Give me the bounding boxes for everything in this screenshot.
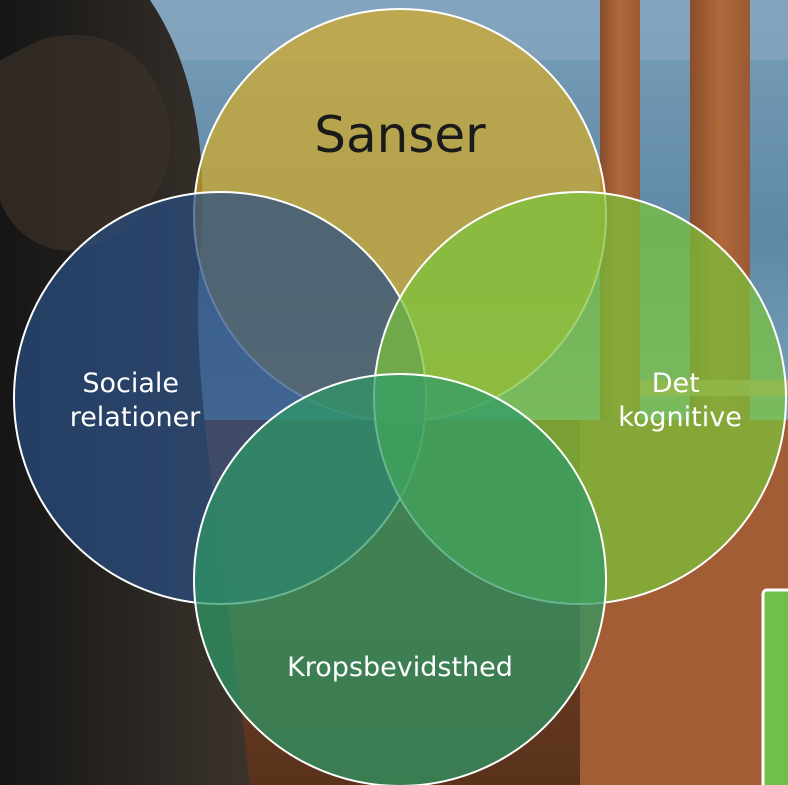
label-sociale-line-1: Sociale [82,368,179,399]
label-sanser: Sanser [314,106,486,164]
label-sociale-line-2: relationer [70,402,201,433]
venn-circle-kropsbevidsthed [193,373,607,785]
label-kognitive-line-1: Det [652,368,700,399]
label-kognitive-line-2: kognitive [618,402,742,433]
label-det-kognitive: Det kognitive [618,368,742,433]
side-panel [761,588,788,785]
label-kropsbevidsthed: Kropsbevidsthed [287,652,513,683]
label-sociale-relationer: Sociale relationer [70,368,201,433]
